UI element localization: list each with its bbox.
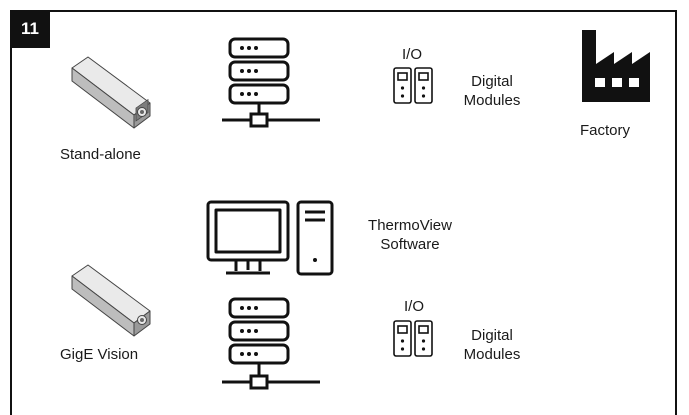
standalone-label: Stand-alone <box>60 146 141 163</box>
factory-label: Factory <box>580 122 631 139</box>
gige-vision-label: GigE Vision <box>60 346 139 363</box>
software-label: ThermoView Software <box>362 216 458 254</box>
software-line2: Software <box>380 236 440 253</box>
standalone-io-label: I/O <box>402 46 423 63</box>
diagram-frame <box>10 10 677 415</box>
figure-number: 11 <box>21 19 39 38</box>
io-module-icon <box>393 320 433 357</box>
standalone-modules-label: Digital Modules <box>452 72 532 110</box>
computer-tower-icon <box>296 200 334 276</box>
factory-icon <box>582 30 650 102</box>
standalone-modules-line2: Modules <box>463 92 521 109</box>
gige-modules-line2: Modules <box>463 346 521 363</box>
gige-io-label: I/O <box>404 298 425 315</box>
computer-monitor-icon <box>206 200 290 275</box>
camera-icon <box>71 56 151 129</box>
server-network-icon <box>222 297 320 390</box>
gige-modules-label: Digital Modules <box>452 326 532 364</box>
camera-icon <box>71 264 151 337</box>
gige-modules-line1: Digital <box>471 327 513 344</box>
standalone-modules-line1: Digital <box>471 73 513 90</box>
io-module-icon <box>393 67 433 104</box>
server-network-icon <box>222 37 320 128</box>
software-line1: ThermoView <box>368 217 452 234</box>
figure-number-badge: 11 <box>10 10 50 48</box>
